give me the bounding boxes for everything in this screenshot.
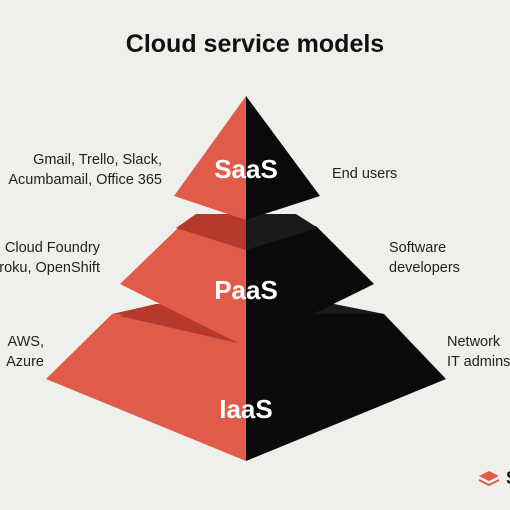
saas-label: SaaS xyxy=(214,154,278,184)
iaas-examples-line1: AWS, xyxy=(7,334,44,350)
saas-examples-line1: Gmail, Trello, Slack, xyxy=(33,152,162,168)
paas-examples-line1: Cloud Foundry xyxy=(4,240,100,256)
paas-examples-line2: Heroku, OpenShift xyxy=(0,260,100,276)
iaas-right-face xyxy=(246,314,446,461)
saas-examples-line2: Acumbamail, Office 365 xyxy=(8,172,162,188)
paas-users-line2: developers xyxy=(389,260,460,276)
paas-left-face xyxy=(120,226,246,347)
paas-label: PaaS xyxy=(214,275,278,305)
saas-left-face xyxy=(174,96,246,220)
saas-right-face xyxy=(246,96,320,220)
iaas-label: IaaS xyxy=(219,394,273,424)
paas-users: Software developers xyxy=(389,238,460,278)
iaas-users: Network IT admins xyxy=(447,332,510,372)
logo-text: S xyxy=(506,468,510,489)
paas-inner-right xyxy=(246,214,318,250)
saas-users: End users xyxy=(332,164,397,184)
saas-users-line1: End users xyxy=(332,166,398,182)
iaas-examples-line2: Azure xyxy=(6,354,44,370)
iaas-examples: AWS, Azure xyxy=(6,332,44,372)
saas-examples: Gmail, Trello, Slack, Acumbamail, Office… xyxy=(8,150,162,190)
brand-logo: S xyxy=(478,468,510,489)
iaas-users-line1: Network xyxy=(447,334,501,350)
iaas-users-line2: IT admins xyxy=(447,354,510,370)
paas-users-line1: Software xyxy=(389,240,447,256)
logo-icon xyxy=(478,470,500,486)
iaas-left-face xyxy=(46,314,246,461)
paas-examples: Cloud Foundry Heroku, OpenShift xyxy=(0,238,100,278)
page-title: Cloud service models xyxy=(125,30,385,58)
paas-right-face xyxy=(246,226,374,347)
paas-inner-left xyxy=(176,214,246,250)
